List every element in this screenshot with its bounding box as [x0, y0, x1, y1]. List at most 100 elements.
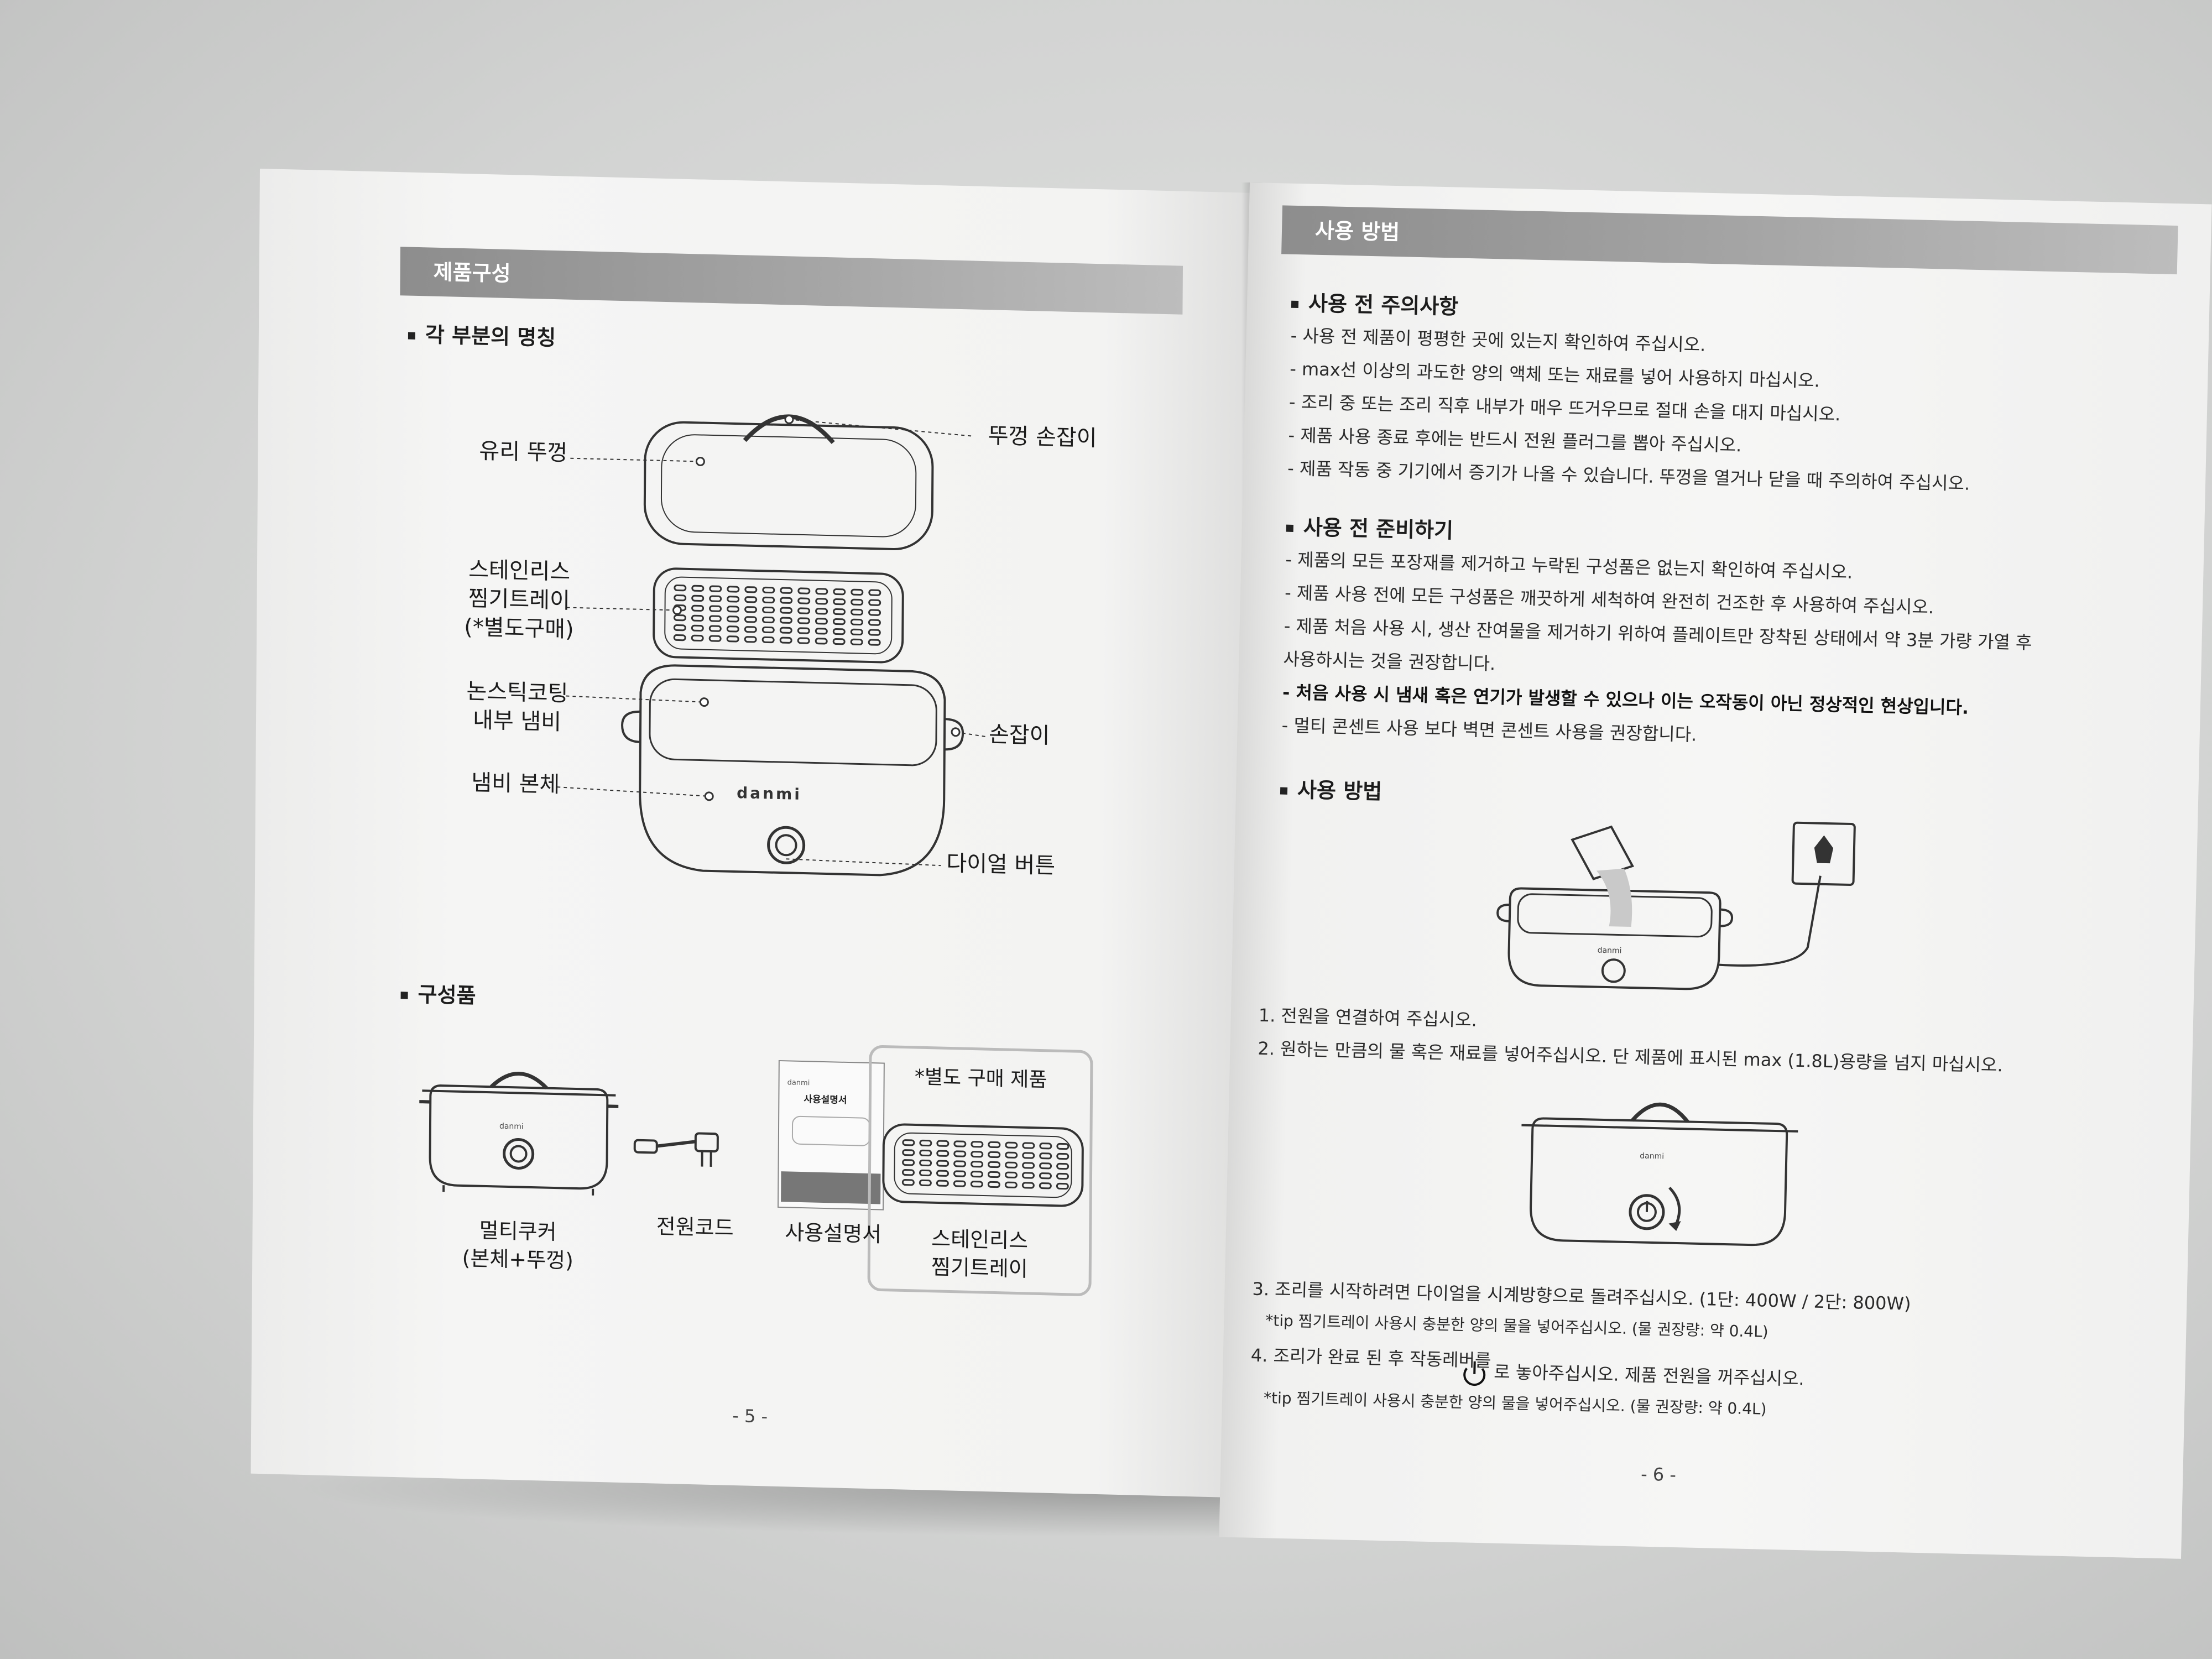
tray-slot	[673, 634, 686, 641]
parts-diagram	[557, 414, 987, 877]
tray-slot	[1056, 1142, 1070, 1150]
tray-slot	[815, 608, 828, 615]
tray-slot	[953, 1170, 966, 1177]
tray-slot	[780, 607, 793, 614]
tray-slot	[673, 624, 686, 632]
tray-slot	[970, 1181, 983, 1188]
power-cord-line	[1719, 875, 1822, 967]
optional-box	[867, 1045, 1093, 1296]
tray-slot	[953, 1180, 966, 1187]
tray-slot	[850, 618, 863, 626]
tray-slot	[970, 1171, 983, 1178]
tray-slot	[780, 587, 793, 594]
tray-slot	[851, 598, 864, 606]
tray-slot	[832, 638, 846, 645]
tray-slot	[779, 637, 792, 644]
tray-slot	[815, 588, 828, 595]
tray-slot	[919, 1179, 932, 1187]
pot-brand-1: danmi	[1597, 946, 1622, 956]
tray-slot	[936, 1160, 950, 1167]
tray-slot	[1039, 1162, 1052, 1170]
tray-slot	[727, 606, 740, 613]
tray-slot	[762, 586, 775, 594]
tray-slot	[797, 607, 811, 614]
tray-slot	[708, 625, 722, 632]
tray-slot	[1056, 1172, 1069, 1180]
arrow-head	[1668, 1221, 1681, 1231]
tray-slot	[902, 1149, 915, 1156]
tray-slot	[1039, 1172, 1052, 1180]
tray-slot	[1056, 1162, 1070, 1170]
tray-slot	[815, 628, 828, 635]
left-page: 제품구성 각 부분의 명칭	[251, 169, 1255, 1498]
cooker-caption-2: (본체+뚜껑)	[462, 1246, 574, 1274]
tray-slot	[971, 1161, 984, 1168]
tray-slot	[779, 617, 792, 624]
tray-slot	[868, 609, 881, 616]
tray-slot	[674, 584, 687, 592]
tray-slot	[1039, 1152, 1052, 1160]
tray-slot	[744, 626, 757, 633]
tray-slot	[709, 605, 722, 612]
tray-slot	[901, 1169, 915, 1176]
tray-slot	[780, 597, 793, 604]
tray-slot	[1021, 1172, 1035, 1179]
tray-slot	[987, 1181, 1000, 1188]
tray-slot	[691, 614, 704, 622]
caption-cord: 전원코드	[656, 1214, 734, 1240]
tray-slot	[815, 598, 828, 605]
tray-slot	[797, 587, 811, 594]
components-drawing	[419, 1045, 1093, 1296]
tray-slot	[691, 634, 704, 641]
cooker-brand: danmi	[499, 1121, 524, 1131]
tray-slot	[936, 1140, 950, 1147]
tray-slot	[744, 606, 758, 613]
power-icon	[1463, 1361, 1486, 1386]
tray-slot	[727, 596, 740, 603]
tray-slot	[761, 626, 775, 634]
tray-slot	[868, 619, 881, 626]
right-page: 사용 방법 사용 전 주의사항 - 사용 전 제품이 평평한 곳에 있는지 확인…	[1219, 182, 2212, 1559]
tray-drawing-2	[882, 1123, 1084, 1207]
tray-slot	[1021, 1182, 1035, 1189]
tray-slot	[726, 625, 739, 633]
cooker-caption-1: 멀티쿠커	[479, 1218, 557, 1245]
tray-slot	[709, 595, 722, 602]
tray-slot	[762, 606, 775, 614]
tray-slot	[709, 585, 722, 592]
leader-lines	[557, 419, 987, 867]
usage-illustration	[1463, 821, 1856, 1386]
tray-slot	[833, 598, 846, 606]
tray-slot	[691, 585, 705, 592]
tray-slot	[832, 628, 846, 635]
tray-slot	[1022, 1152, 1035, 1159]
page-number-right: - 6 -	[1640, 1463, 1677, 1486]
cooker-drawing	[419, 1071, 619, 1196]
tray-slot	[797, 637, 810, 644]
tray-slot	[868, 639, 881, 646]
tray-slot	[691, 604, 705, 612]
tray-slot	[832, 618, 846, 625]
tray-slot	[691, 594, 705, 602]
tray-slot	[726, 615, 739, 623]
tray-slot	[691, 624, 704, 632]
tray-slot	[744, 636, 757, 643]
tray-slot	[833, 608, 846, 615]
tray-slot	[744, 586, 758, 593]
tray-slot	[919, 1139, 932, 1147]
tray-slot	[851, 608, 864, 616]
tray-slot	[673, 614, 686, 622]
tray-slot	[779, 627, 792, 634]
tray-slot	[797, 617, 810, 624]
tray-slot	[833, 588, 846, 596]
tray-slot	[708, 635, 722, 642]
pouring-water	[1596, 868, 1632, 927]
tray-slot	[851, 588, 864, 596]
tray-slot	[1004, 1181, 1018, 1188]
tray-slot	[953, 1160, 967, 1167]
tray-slot	[708, 615, 722, 622]
tray-slot	[815, 618, 828, 625]
tray-slot	[815, 638, 828, 645]
tray-slot	[901, 1179, 915, 1186]
tray-slot	[988, 1151, 1001, 1159]
